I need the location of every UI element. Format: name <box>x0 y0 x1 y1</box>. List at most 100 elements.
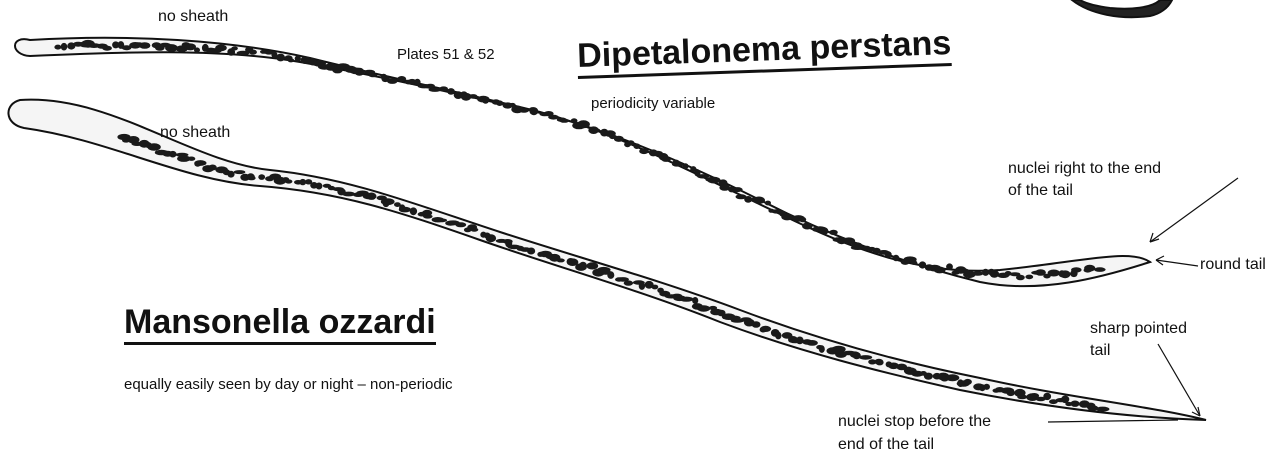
nucleus <box>426 84 435 88</box>
nucleus <box>249 176 256 180</box>
nucleus <box>586 262 598 269</box>
nucleus <box>102 46 112 51</box>
nucleus <box>627 140 634 145</box>
nucleus <box>652 285 659 290</box>
nucleus <box>972 271 983 275</box>
nucleus <box>781 214 793 221</box>
nucleus <box>802 223 813 230</box>
nucleus <box>381 198 395 205</box>
nucleus <box>1060 270 1071 278</box>
nucleus <box>188 157 196 161</box>
nucleus <box>227 171 234 178</box>
nucleus <box>1006 390 1015 396</box>
nucleus <box>692 297 698 304</box>
partial-worm-top-right <box>1072 0 1172 17</box>
nucleus <box>1017 395 1027 400</box>
nucleus <box>387 78 398 84</box>
nucleus <box>530 107 539 115</box>
nucleus <box>946 263 953 270</box>
nucleus <box>639 282 645 290</box>
nucleus <box>434 218 447 222</box>
nucleus <box>470 228 478 232</box>
nucleus <box>397 76 406 82</box>
nucleus <box>54 45 61 50</box>
nucleus <box>876 360 884 366</box>
nucleus <box>732 187 742 192</box>
nucleus <box>249 50 257 55</box>
nucleus <box>288 58 295 62</box>
nucleus <box>496 100 503 106</box>
nucleus <box>61 43 68 51</box>
nucleus <box>946 374 960 381</box>
mansonella-worm <box>8 100 1206 420</box>
nucleus <box>455 222 466 227</box>
nucleus <box>1025 275 1033 280</box>
nucleus <box>760 326 771 332</box>
note-tail: tail <box>1090 342 1110 360</box>
nucleus <box>589 128 600 132</box>
nucleus <box>560 119 570 123</box>
nucleus <box>893 255 900 261</box>
nucleus <box>819 345 825 353</box>
arrow-nuclei-stop <box>1048 420 1178 422</box>
nucleus <box>234 170 246 174</box>
no-sheath-label-bottom: no sheath <box>160 124 230 142</box>
nucleus <box>355 68 365 76</box>
nucleus <box>482 97 489 104</box>
nucleus <box>1043 393 1051 400</box>
nucleus <box>169 151 177 158</box>
nucleus <box>1094 267 1106 272</box>
nucleus <box>1016 275 1025 281</box>
title-mansonella: Mansonella ozzardi <box>124 304 436 345</box>
nucleus <box>527 248 535 255</box>
periodicity-dipetalonema: periodicity variable <box>591 95 715 113</box>
nucleus <box>634 143 641 149</box>
nucleus <box>194 47 200 52</box>
nucleus <box>924 373 933 380</box>
nucleus <box>258 174 265 180</box>
nucleus <box>983 384 990 390</box>
nucleus <box>885 251 892 257</box>
note-end-of-tail: end of the tail <box>838 436 934 454</box>
nucleus <box>806 340 818 346</box>
nucleus <box>1071 267 1082 272</box>
nucleus <box>753 197 765 204</box>
nucleus <box>765 201 771 206</box>
nucleus <box>557 258 565 262</box>
nucleus <box>624 280 633 285</box>
nucleus <box>447 88 455 95</box>
note-of-the-tail: of the tail <box>1008 182 1073 200</box>
nucleus <box>679 297 693 302</box>
nucleus <box>1071 401 1080 407</box>
nucleus <box>911 261 918 265</box>
nucleus <box>414 79 420 86</box>
nucleus <box>369 73 378 77</box>
nucleus <box>799 217 806 222</box>
nucleus <box>276 54 285 62</box>
nucleus <box>1048 270 1060 277</box>
nucleus <box>342 192 355 197</box>
nucleus <box>697 305 710 311</box>
nucleus <box>672 162 684 166</box>
nucleus <box>607 271 614 279</box>
nucleus <box>683 163 689 169</box>
nucleus <box>1096 407 1110 412</box>
annotation-arrows <box>1048 178 1238 422</box>
note-nuclei-stop: nuclei stop before the <box>838 413 991 431</box>
nucleus <box>295 55 301 61</box>
plates-label: Plates 51 & 52 <box>397 46 495 64</box>
nucleus <box>423 214 433 218</box>
nucleus <box>964 379 972 385</box>
nucleus <box>231 46 238 50</box>
nucleus <box>399 207 411 213</box>
nucleus <box>519 108 529 112</box>
nucleus <box>639 148 649 154</box>
note-sharp-pointed: sharp pointed <box>1090 320 1187 338</box>
nucleus <box>820 227 828 235</box>
note-round-tail: round tail <box>1200 256 1266 274</box>
nucleus <box>367 193 377 200</box>
nucleus <box>829 230 838 235</box>
nucleus <box>285 179 292 183</box>
arrow-nuclei-end <box>1150 178 1238 242</box>
nucleus <box>139 42 150 49</box>
